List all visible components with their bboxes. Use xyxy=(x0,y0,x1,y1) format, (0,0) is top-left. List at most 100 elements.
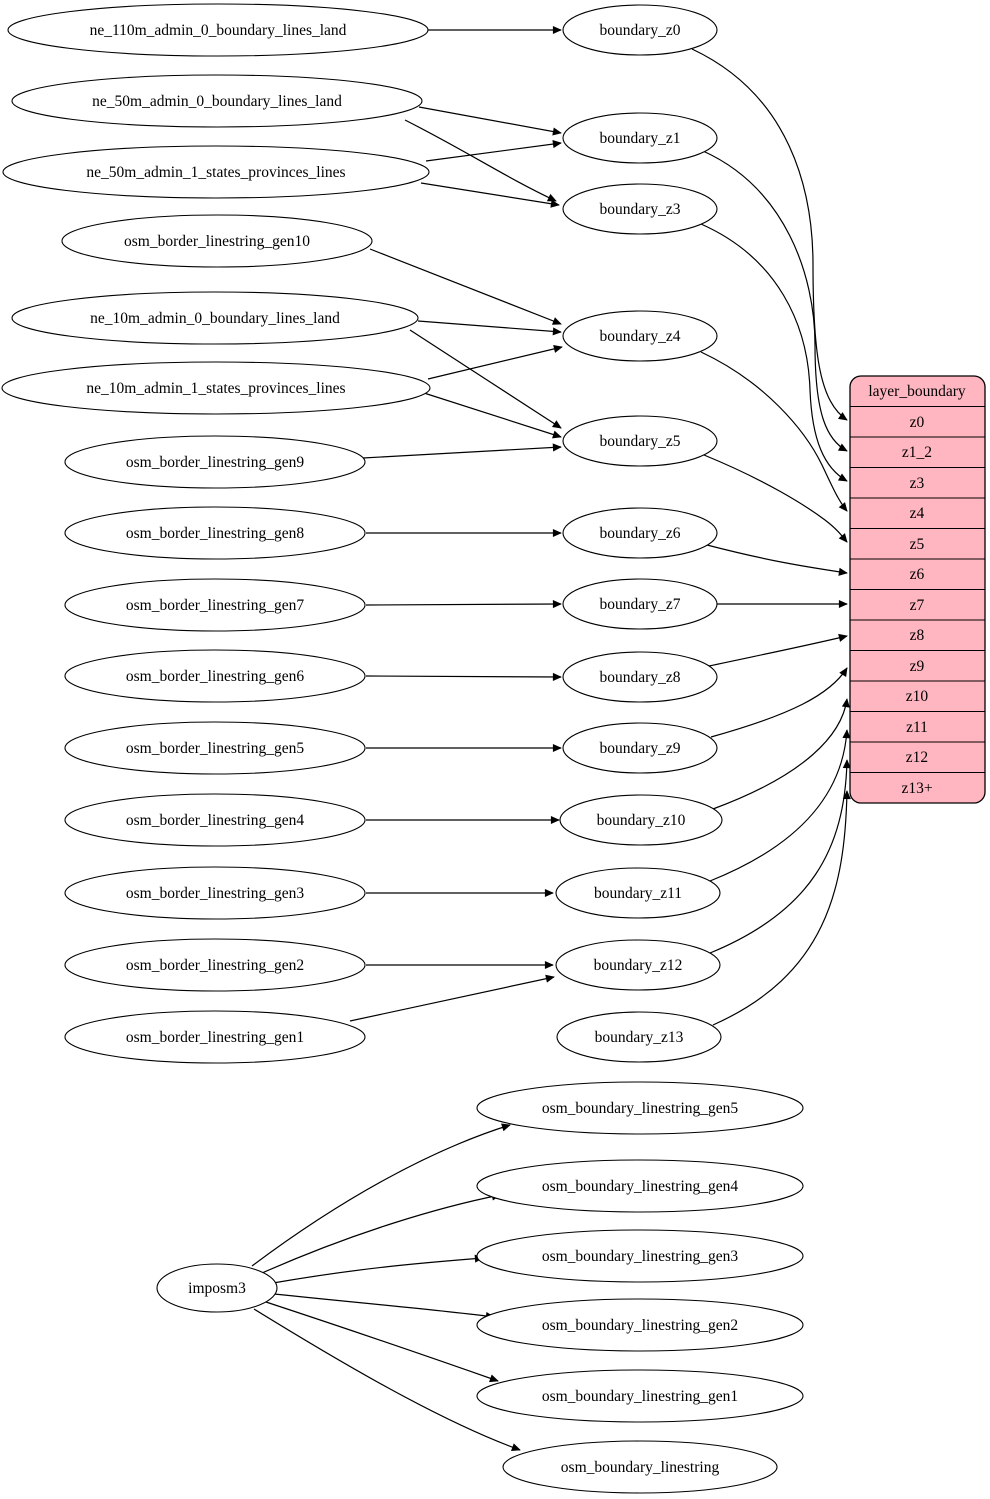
record-title: layer_boundary xyxy=(868,383,966,400)
node-osm-border-linestring-gen1: osm_border_linestring_gen1 xyxy=(64,1010,366,1064)
node-osm-boundary-linestring: osm_boundary_linestring xyxy=(502,1440,778,1494)
ellipse xyxy=(562,183,718,235)
node-boundary-z10: boundary_z10 xyxy=(559,794,723,846)
node-label: ne_110m_admin_0_boundary_lines_land xyxy=(90,22,347,39)
ellipse xyxy=(64,866,366,920)
edges-boundary-to-layer xyxy=(691,48,851,1026)
node-label: boundary_z5 xyxy=(600,433,681,450)
edge xyxy=(703,454,848,543)
node-osm-boundary-linestring-gen2: osm_boundary_linestring_gen2 xyxy=(476,1298,804,1352)
node-label: boundary_z3 xyxy=(600,201,681,218)
edge xyxy=(265,1301,499,1383)
node-label: osm_boundary_linestring_gen1 xyxy=(542,1388,738,1405)
node-label: boundary_z7 xyxy=(600,596,681,613)
edge xyxy=(708,633,848,667)
node-imposm3: imposm3 xyxy=(156,1263,278,1313)
node-osm-border-linestring-gen4: osm_border_linestring_gen4 xyxy=(64,793,366,847)
node-label: boundary_z11 xyxy=(594,885,682,902)
edge xyxy=(700,351,848,512)
node-ne-50m-admin-1-states-provinces-lines: ne_50m_admin_1_states_provinces_lines xyxy=(2,145,430,199)
layer-boundary-record: layer_boundary z0 z1_2 z3 z4 z5 z6 z7 z8… xyxy=(849,375,986,804)
ellipse xyxy=(1,361,431,415)
ellipse xyxy=(64,578,366,632)
edge xyxy=(706,544,848,576)
ellipse xyxy=(11,74,423,128)
ellipse xyxy=(476,1159,804,1213)
node-osm-border-linestring-gen8: osm_border_linestring_gen8 xyxy=(64,506,366,560)
record-row: z6 xyxy=(910,566,925,583)
ellipse xyxy=(476,1298,804,1352)
record-row: z5 xyxy=(910,536,925,553)
record-row: z7 xyxy=(910,597,925,614)
node-label: osm_border_linestring_gen6 xyxy=(126,668,304,685)
edge xyxy=(709,759,851,954)
node-osm-boundary-linestring-gen4: osm_boundary_linestring_gen4 xyxy=(476,1159,804,1213)
edge xyxy=(369,248,562,325)
ellipse xyxy=(562,722,718,774)
ellipse xyxy=(556,1011,722,1063)
edge xyxy=(691,48,848,421)
node-label: osm_border_linestring_gen1 xyxy=(126,1029,304,1046)
ellipse xyxy=(11,291,419,345)
node-label: osm_border_linestring_gen7 xyxy=(126,597,304,614)
record-row: z12 xyxy=(906,749,928,766)
node-osm-border-linestring-gen7: osm_border_linestring_gen7 xyxy=(64,578,366,632)
node-boundary-z3: boundary_z3 xyxy=(562,183,718,235)
node-osm-boundary-linestring-gen1: osm_boundary_linestring_gen1 xyxy=(476,1369,804,1423)
node-osm-boundary-linestring-gen3: osm_boundary_linestring_gen3 xyxy=(476,1229,804,1283)
node-label: boundary_z6 xyxy=(600,525,681,542)
node-boundary-z9: boundary_z9 xyxy=(562,722,718,774)
edges-source-to-boundary xyxy=(349,25,563,1022)
node-label: osm_border_linestring_gen4 xyxy=(126,812,304,829)
edge xyxy=(261,1192,501,1274)
record-row: z3 xyxy=(910,475,925,492)
node-boundary-z11: boundary_z11 xyxy=(555,867,721,919)
ellipse xyxy=(64,793,366,847)
edge xyxy=(253,1308,521,1452)
node-boundary-z13: boundary_z13 xyxy=(556,1011,722,1063)
ellipse xyxy=(562,651,718,703)
edge xyxy=(420,182,560,208)
node-boundary-z12: boundary_z12 xyxy=(555,939,721,991)
edge xyxy=(251,1123,511,1267)
node-osm-border-linestring-gen9: osm_border_linestring_gen9 xyxy=(64,435,366,489)
node-boundary-z5: boundary_z5 xyxy=(562,415,718,467)
edge xyxy=(365,672,562,682)
record-row: z10 xyxy=(906,688,929,705)
ellipse xyxy=(559,794,723,846)
ellipse xyxy=(7,3,429,57)
node-label: boundary_z10 xyxy=(597,812,686,829)
node-osm-boundary-linestring-gen5: osm_boundary_linestring_gen5 xyxy=(476,1081,804,1135)
record-row: z13+ xyxy=(901,780,932,797)
edge xyxy=(272,1254,484,1284)
edge xyxy=(404,119,557,202)
edge xyxy=(417,320,562,336)
edge xyxy=(349,974,555,1022)
node-label: ne_50m_admin_1_states_provinces_lines xyxy=(86,164,345,181)
node-boundary-z7: boundary_z7 xyxy=(562,578,718,630)
edge xyxy=(710,667,848,738)
ellipse xyxy=(64,1010,366,1064)
ellipse xyxy=(555,939,721,991)
node-osm-border-linestring-gen10: osm_border_linestring_gen10 xyxy=(61,214,373,268)
record-row: z8 xyxy=(910,627,925,644)
node-ne-10m-admin-1-states-provinces-lines: ne_10m_admin_1_states_provinces_lines xyxy=(1,361,431,415)
ellipse xyxy=(2,145,430,199)
record-row: z9 xyxy=(910,658,925,675)
edge xyxy=(709,729,851,882)
node-ne-10m-admin-0-boundary-lines-land: ne_10m_admin_0_boundary_lines_land xyxy=(11,291,419,345)
node-label: ne_50m_admin_0_boundary_lines_land xyxy=(92,93,342,110)
edge xyxy=(700,223,848,482)
node-label: osm_boundary_linestring_gen4 xyxy=(542,1178,739,1195)
edges-imposm3 xyxy=(251,1123,521,1452)
ellipse xyxy=(562,112,718,164)
node-label: osm_boundary_linestring_gen3 xyxy=(542,1248,739,1265)
record-row: z0 xyxy=(910,414,925,431)
node-boundary-z8: boundary_z8 xyxy=(562,651,718,703)
node-boundary-z0: boundary_z0 xyxy=(562,4,718,56)
edge xyxy=(418,106,562,136)
ellipse xyxy=(61,214,373,268)
ellipse xyxy=(502,1440,778,1494)
node-boundary-z1: boundary_z1 xyxy=(562,112,718,164)
